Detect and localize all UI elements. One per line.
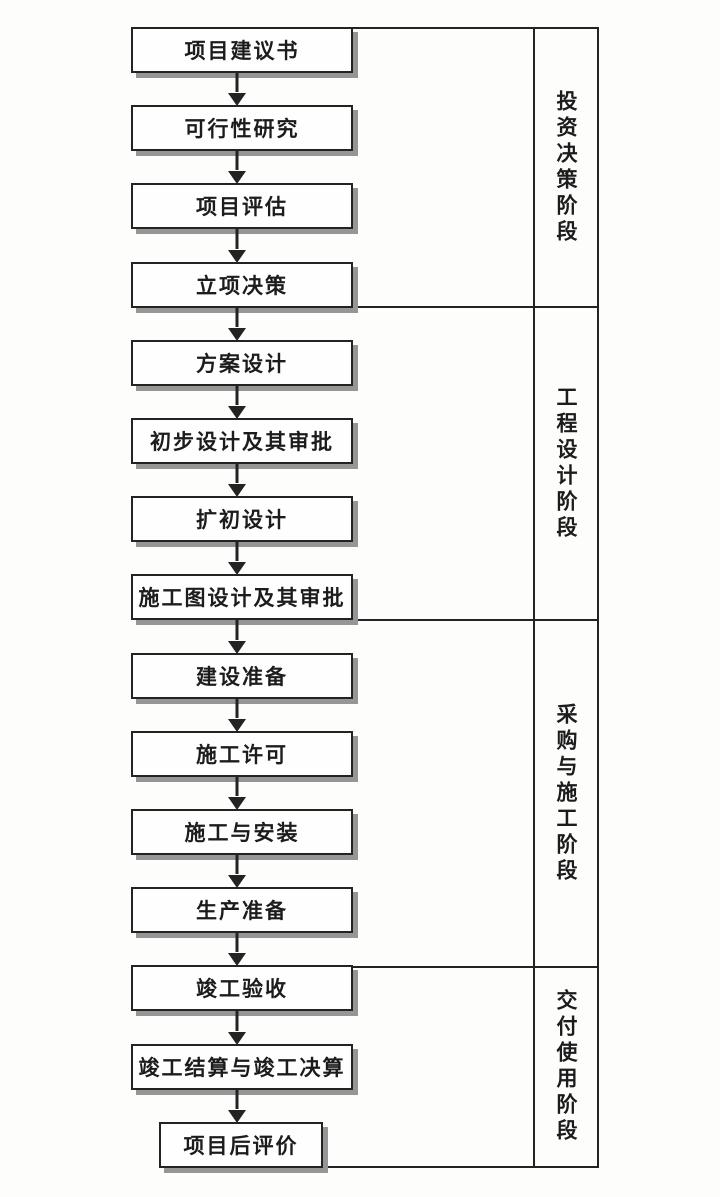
flow-step-box: 方案设计 [131,339,353,386]
arrow-stem [235,383,239,405]
arrow-stem [235,227,239,249]
down-arrow-icon [228,305,246,341]
phase-column-right-line [597,27,599,1168]
phase-divider-line-3 [351,966,599,968]
arrow-stem [235,305,239,327]
flow-step-box: 施工许可 [131,730,353,777]
arrow-stem [235,540,239,562]
down-arrow-icon [228,149,246,185]
flow-step-box: 项目后评价 [159,1121,323,1168]
arrow-stem [235,931,239,953]
flow-step-label: 项目评估 [196,195,288,220]
arrow-stem [235,853,239,875]
arrow-stem [235,774,239,796]
flow-step-box: 生产准备 [131,887,353,934]
arrow-stem [235,696,239,718]
arrow-head [228,640,246,654]
phase-label-4: 交付使用阶段 [554,989,578,1145]
phase-column-left-line [533,27,535,1168]
flow-step-box: 施工与安装 [131,809,353,855]
arrow-stem [235,1087,239,1109]
arrow-head [228,796,246,810]
flow-step-label: 初步设计及其审批 [150,430,334,454]
arrow-head [228,327,246,341]
flow-step-label: 竣工验收 [196,977,288,1002]
arrow-head [228,249,246,263]
down-arrow-icon [228,383,246,419]
phase-divider-line-0 [351,27,599,29]
arrow-head [228,953,246,967]
flow-step-box: 项目评估 [131,183,353,230]
phase-divider-line-2 [351,619,599,621]
flow-step-label: 竣工结算与竣工决算 [138,1055,346,1080]
flow-step-label: 扩初设计 [196,508,288,533]
arrow-head [228,875,246,889]
flow-step-box: 建设准备 [131,652,353,699]
flow-step-label: 项目后评价 [183,1133,299,1158]
flow-step-label: 建设准备 [196,664,288,689]
flow-step-label: 生产准备 [196,899,288,924]
flow-step-box: 施工图设计及其审批 [131,574,353,621]
phase-divider-line-1 [351,306,599,308]
flow-step-label: 施工与安装 [184,821,300,845]
arrow-stem [235,71,239,93]
flow-step-box: 可行性研究 [131,105,353,152]
down-arrow-icon [228,931,246,967]
down-arrow-icon [228,696,246,732]
flow-step-box: 初步设计及其审批 [131,418,353,464]
flow-step-box: 扩初设计 [131,496,353,543]
phase-label-1: 投资决策阶段 [554,89,578,246]
arrow-head [228,171,246,185]
arrow-stem [235,149,239,171]
arrow-head [228,562,246,576]
flow-step-label: 施工图设计及其审批 [138,586,346,611]
flow-step-label: 可行性研究 [184,117,300,142]
flow-step-box: 项目建议书 [131,27,353,73]
phase-divider-line-4 [321,1166,599,1168]
down-arrow-icon [228,227,246,263]
arrow-stem [235,462,239,484]
arrow-head [228,484,246,498]
down-arrow-icon [228,71,246,107]
flow-step-label: 立项决策 [196,273,288,298]
phase-label-2: 工程设计阶段 [554,385,578,542]
down-arrow-icon [228,618,246,654]
down-arrow-icon [228,853,246,889]
down-arrow-icon [228,1009,246,1045]
down-arrow-icon [228,462,246,498]
flow-step-label: 项目建议书 [184,39,300,63]
arrow-stem [235,618,239,640]
down-arrow-icon [228,1087,246,1123]
arrow-head [228,718,246,732]
arrow-head [228,405,246,419]
arrow-head [228,1031,246,1045]
flow-step-label: 施工许可 [196,742,288,767]
phase-label-3: 采购与施工阶段 [554,702,578,885]
arrow-head [228,1109,246,1123]
down-arrow-icon [228,540,246,576]
flow-step-box: 立项决策 [131,261,353,308]
arrow-stem [235,1009,239,1031]
flow-step-box: 竣工结算与竣工决算 [131,1043,353,1090]
arrow-head [228,93,246,107]
down-arrow-icon [228,774,246,810]
flow-step-label: 方案设计 [196,351,288,376]
flow-step-box: 竣工验收 [131,965,353,1012]
